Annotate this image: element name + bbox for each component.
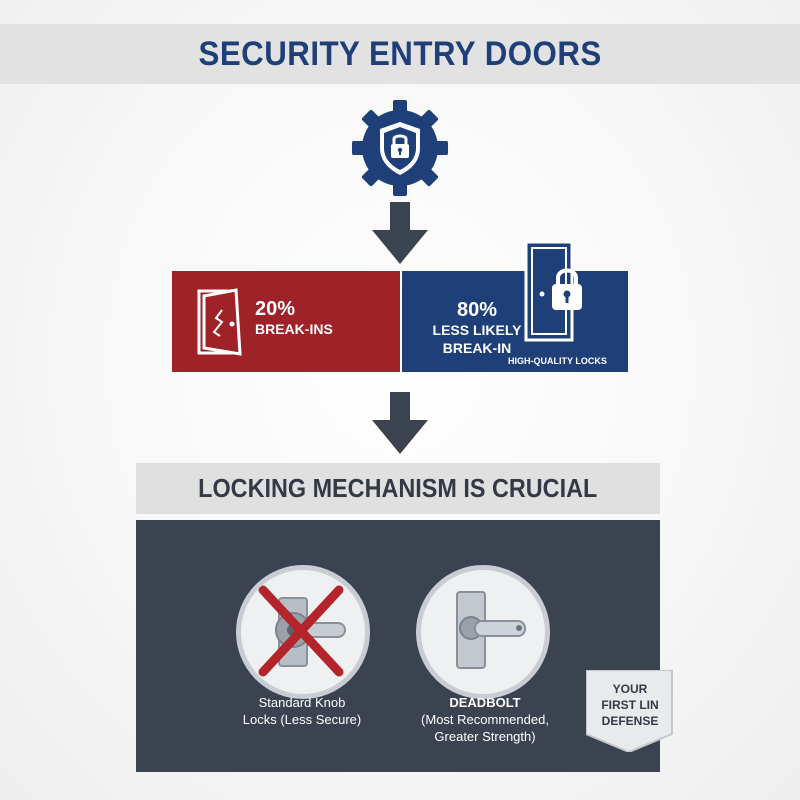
less-likely-stat-card: [402, 271, 628, 372]
knob-lock-caption-line2: Locks (Less Secure): [242, 712, 362, 727]
broken-door-icon: [197, 288, 242, 356]
defense-ribbon-badge: [586, 670, 673, 752]
deadbolt-caption-line3: Greater Strength): [434, 729, 536, 744]
less-likely-line1: LESS LIKELY: [432, 322, 522, 338]
knob-lock-caption: Standard Knob Locks (Less Secure): [222, 694, 382, 728]
shield-lock-gear-icon: [352, 100, 448, 196]
deadbolt-lever-icon: [416, 565, 550, 699]
ribbon-line3: DEFENSE: [601, 714, 659, 728]
headline: LOCKING MECHANISM IS CRUCIAL: [198, 473, 598, 503]
deadbolt-caption: DEADBOLT (Most Recommended, Greater Stre…: [405, 694, 565, 745]
deadbolt-caption-title: DEADBOLT: [449, 695, 521, 710]
less-likely-value: 80%: [456, 299, 498, 321]
down-arrow-icon: [372, 392, 428, 454]
break-ins-label: BREAK-INS: [255, 321, 333, 337]
headline-band: LOCKING MECHANISM IS CRUCIAL: [136, 463, 660, 514]
ribbon-line2: FIRST LIN: [601, 698, 659, 712]
break-ins-value: 20%: [255, 298, 296, 320]
defense-ribbon-text: YOUR FIRST LIN DEFENSE: [586, 681, 674, 729]
high-quality-locks-note: HIGH-QUALITY LOCKS: [508, 356, 607, 366]
title-band: SECURITY ENTRY DOORS: [0, 24, 800, 84]
ribbon-line1: YOUR: [612, 682, 648, 696]
knob-lock-crossed-icon: [236, 565, 370, 699]
page-title: SECURITY ENTRY DOORS: [198, 34, 602, 73]
less-likely-text: 80% LESS LIKELY BREAK-IN: [422, 299, 532, 357]
lock-comparison-panel: [136, 520, 660, 772]
locked-door-icon: [524, 240, 582, 342]
less-likely-line2: BREAK-IN: [442, 340, 512, 356]
break-ins-text: 20% BREAK-INS: [255, 298, 333, 338]
down-arrow-icon: [372, 202, 428, 264]
deadbolt-caption-line2: (Most Recommended,: [421, 712, 549, 727]
knob-lock-caption-line1: Standard Knob: [258, 695, 346, 710]
